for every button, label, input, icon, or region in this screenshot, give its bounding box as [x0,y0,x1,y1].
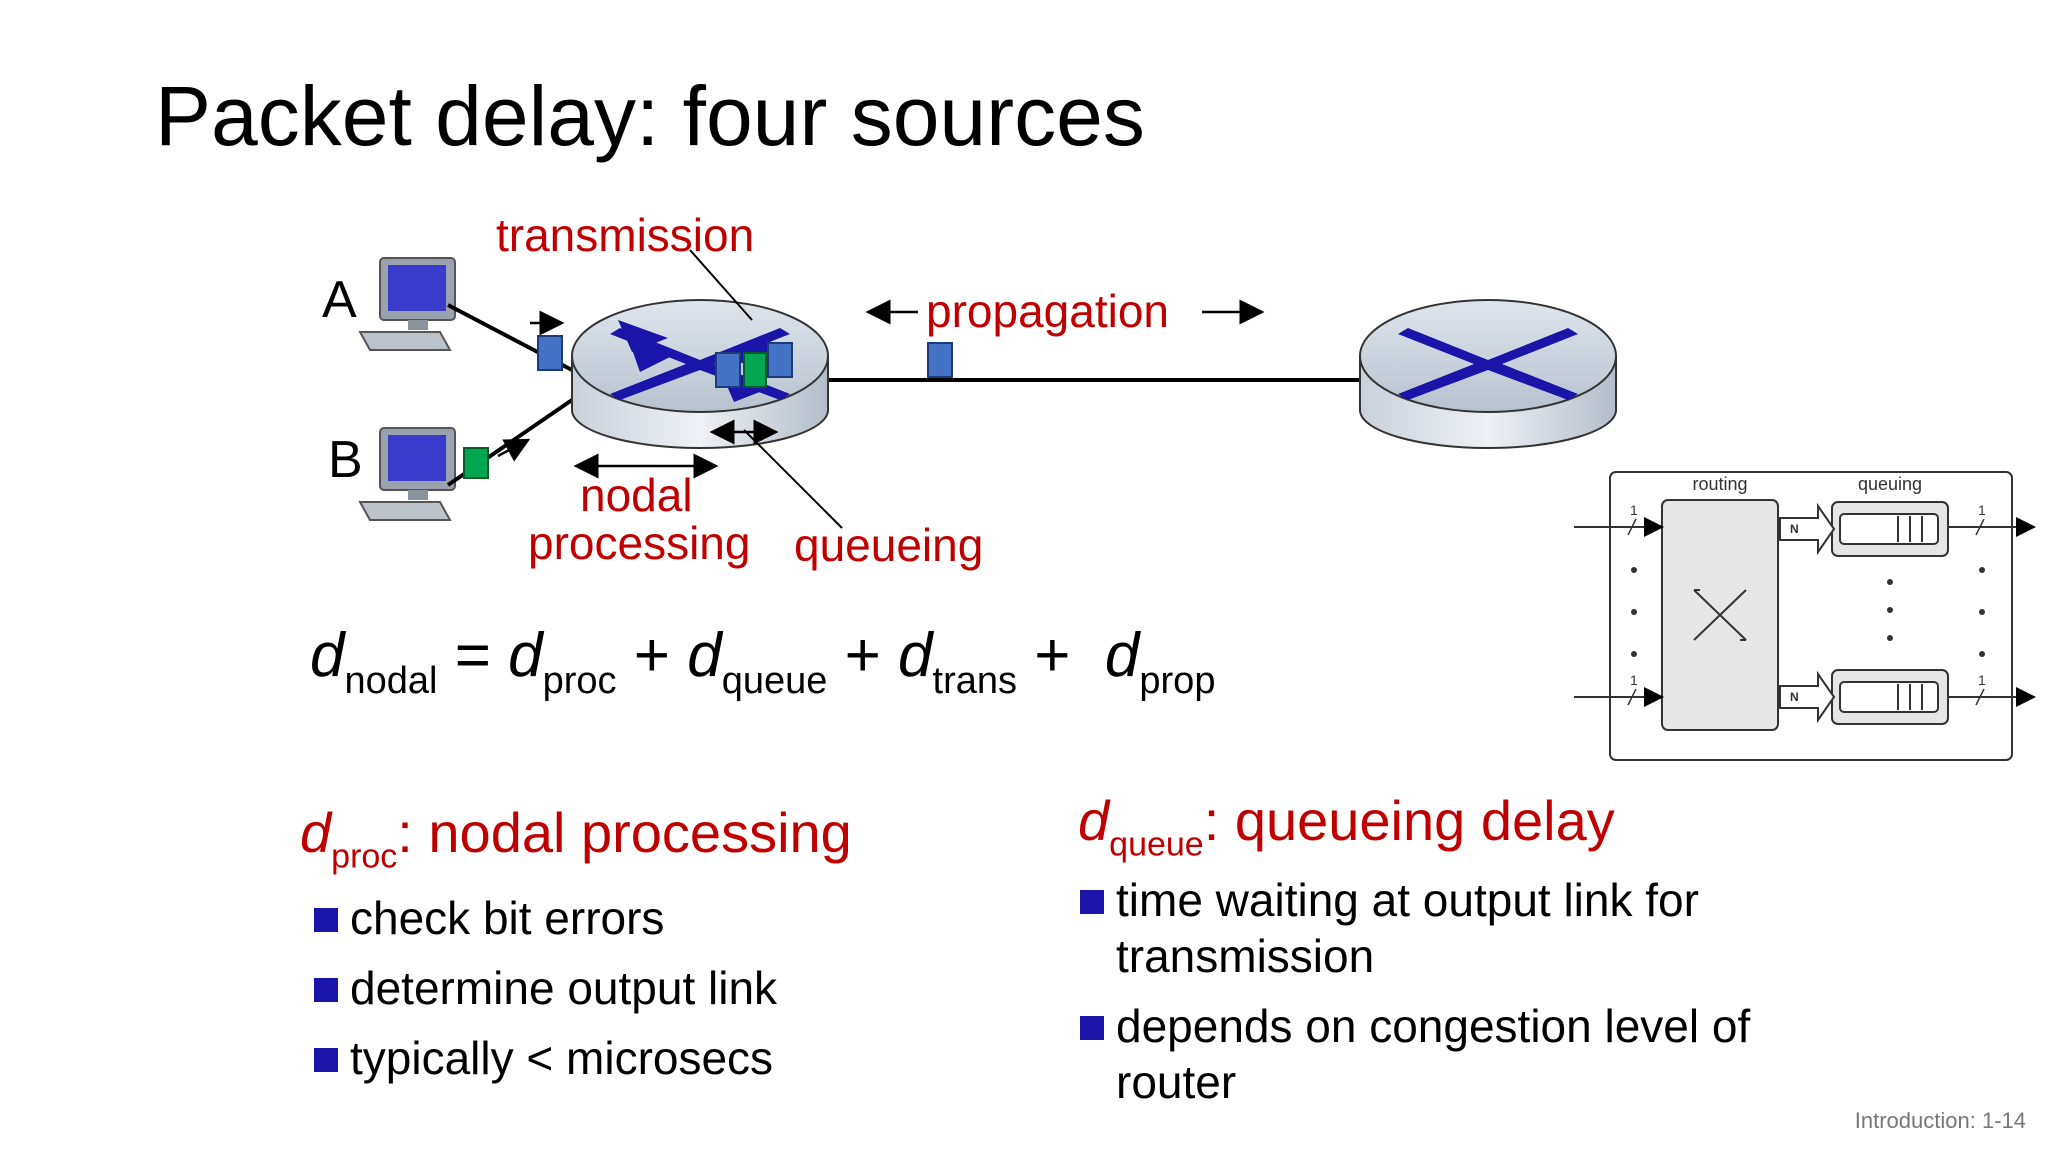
bullet-icon [314,1048,338,1073]
list-item: check bit errors [314,890,852,946]
processing-label: processing [528,517,751,569]
queued-packet-2 [743,352,767,388]
svg-text:1: 1 [1978,502,1986,518]
bullet-icon [1080,1016,1104,1041]
routing-label: routing [1692,474,1747,494]
list-item: typically < microsecs [314,1030,852,1086]
queued-packet-1 [715,352,741,388]
svg-text:1: 1 [1978,672,1986,688]
transmission-label: transmission [496,209,755,261]
nodal-label: nodal [580,469,693,521]
host-a-label: A [322,271,357,329]
svg-text:1: 1 [1630,672,1638,688]
bullet-icon [1080,890,1104,915]
propagation-label: propagation [926,285,1169,337]
host-b-computer-icon [358,427,456,521]
delay-formula: dnodal = dproc + dqueue + dtrans + dprop [310,621,1216,703]
router-internals-diagram: routing queuing 1 1 1 1 N N [1574,471,2036,761]
bullet-icon [314,908,338,933]
router-2-icon [1359,299,1617,449]
svg-text:N: N [1790,690,1799,704]
packet-from-a [537,335,563,371]
queued-packet-3 [767,342,793,378]
queuing-label: queuing [1858,474,1922,494]
queue-section: dqueue: queueing delay time waiting at o… [1078,788,1750,1124]
packet-from-b [463,447,489,479]
slide-title: Packet delay: four sources [155,69,1145,163]
slide-footer: Introduction: 1-14 [1854,1108,2026,1133]
list-item: determine output link [314,960,852,1016]
svg-text:N: N [1790,522,1799,536]
host-a-computer-icon [358,257,456,351]
queueing-label: queueing [794,519,984,571]
propagating-packet [927,342,953,378]
proc-section: dproc: nodal processing check bit errors… [300,800,852,1100]
host-b-label: B [328,431,363,489]
queue-heading: dqueue: queueing delay [1078,789,1615,864]
svg-text:1: 1 [1630,502,1638,518]
proc-heading: dproc: nodal processing [300,801,852,876]
bullet-icon [314,978,338,1003]
